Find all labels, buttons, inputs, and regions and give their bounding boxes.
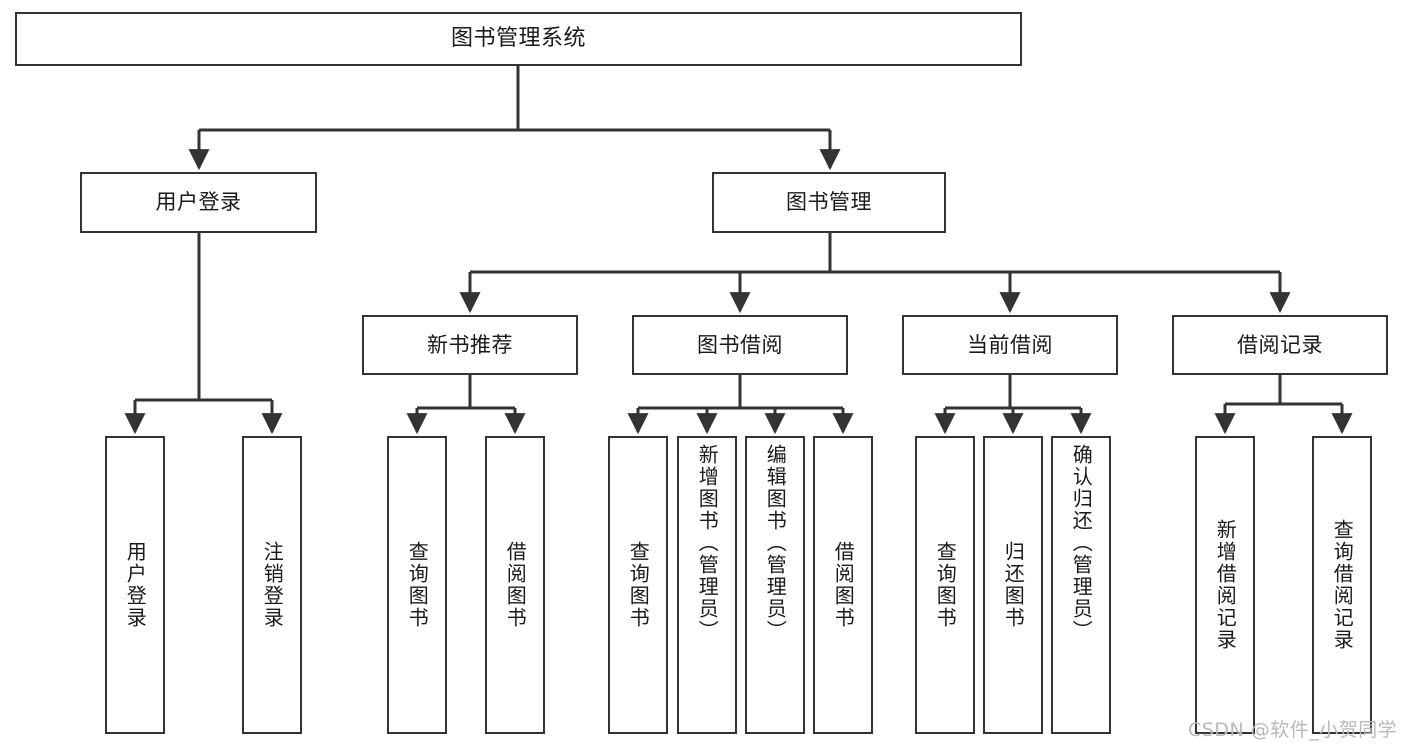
node-leaf-borrow-book-2-label: 借阅图书 bbox=[831, 541, 856, 629]
node-leaf-query-book-1-label: 查询图书 bbox=[405, 541, 430, 629]
node-leaf-borrow-book-1-label: 借阅图书 bbox=[503, 541, 528, 629]
node-book-borrow-label: 图书借阅 bbox=[697, 332, 783, 357]
node-leaf-query-book-1[interactable]: 查询图书 bbox=[387, 436, 447, 734]
node-leaf-add-book[interactable]: 新增图书（管理员） bbox=[677, 436, 737, 734]
node-leaf-add-record[interactable]: 新增借阅记录 bbox=[1195, 436, 1255, 734]
node-leaf-return-book-label: 归还图书 bbox=[1001, 541, 1026, 629]
node-borrow-record-label: 借阅记录 bbox=[1237, 332, 1323, 357]
node-leaf-user-login-label: 用户登录 bbox=[123, 541, 148, 629]
watermark-text: CSDN @软件_小贺同学 bbox=[1188, 719, 1398, 741]
node-leaf-query-book-3-label: 查询图书 bbox=[933, 541, 958, 629]
node-leaf-add-record-label: 新增借阅记录 bbox=[1213, 519, 1238, 651]
node-leaf-user-logout[interactable]: 注销登录 bbox=[242, 436, 302, 734]
node-leaf-borrow-book-2[interactable]: 借阅图书 bbox=[813, 436, 873, 734]
node-new-book-rec-label: 新书推荐 bbox=[427, 332, 513, 357]
node-book-manage[interactable]: 图书管理 bbox=[712, 172, 946, 233]
node-current-borrow[interactable]: 当前借阅 bbox=[902, 315, 1118, 375]
node-book-manage-label: 图书管理 bbox=[786, 190, 872, 214]
node-root-label: 图书管理系统 bbox=[450, 26, 586, 51]
node-leaf-edit-book[interactable]: 编辑图书（管理员） bbox=[745, 436, 805, 734]
node-leaf-query-book-2[interactable]: 查询图书 bbox=[608, 436, 668, 734]
node-current-borrow-label: 当前借阅 bbox=[967, 332, 1053, 357]
node-new-book-rec[interactable]: 新书推荐 bbox=[362, 315, 578, 375]
node-leaf-query-book-3[interactable]: 查询图书 bbox=[915, 436, 975, 734]
node-borrow-record[interactable]: 借阅记录 bbox=[1172, 315, 1388, 375]
node-user-login-label: 用户登录 bbox=[155, 190, 242, 214]
node-leaf-query-book-2-label: 查询图书 bbox=[626, 541, 651, 629]
node-leaf-query-record[interactable]: 查询借阅记录 bbox=[1312, 436, 1372, 734]
node-leaf-add-book-label: 新增图书（管理员） bbox=[695, 444, 720, 642]
node-leaf-confirm-return[interactable]: 确认归还（管理员） bbox=[1051, 436, 1111, 734]
node-leaf-borrow-book-1[interactable]: 借阅图书 bbox=[485, 436, 545, 734]
node-user-login[interactable]: 用户登录 bbox=[80, 172, 317, 233]
node-leaf-edit-book-label: 编辑图书（管理员） bbox=[763, 444, 788, 642]
node-leaf-query-record-label: 查询借阅记录 bbox=[1330, 519, 1355, 651]
node-leaf-user-logout-label: 注销登录 bbox=[260, 541, 285, 629]
node-book-borrow[interactable]: 图书借阅 bbox=[632, 315, 848, 375]
node-leaf-return-book[interactable]: 归还图书 bbox=[983, 436, 1043, 734]
node-leaf-user-login[interactable]: 用户登录 bbox=[105, 436, 165, 734]
node-root[interactable]: 图书管理系统 bbox=[15, 12, 1022, 66]
node-leaf-confirm-return-label: 确认归还（管理员） bbox=[1069, 444, 1094, 642]
